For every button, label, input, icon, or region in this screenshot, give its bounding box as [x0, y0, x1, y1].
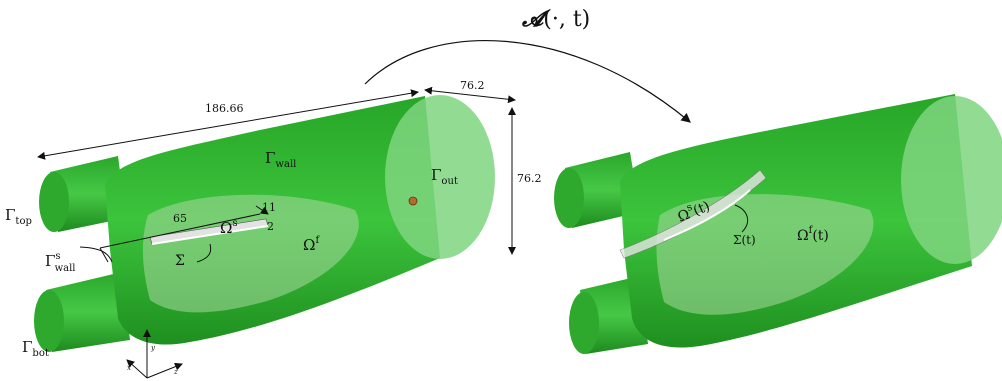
bottom-inlet-face-deformed: [569, 292, 599, 354]
axis-y-label: y: [150, 344, 156, 352]
outlet-face-deformed: [901, 96, 1002, 264]
top-inlet-face: [39, 172, 69, 232]
left-geometry: [34, 95, 495, 352]
axis-x-label: x: [127, 364, 131, 372]
elastic-plate-deformed: [619, 169, 767, 259]
omega-f-t-label: Ωf(t): [797, 225, 829, 244]
plate-edge: [151, 225, 269, 245]
sigma-leader: [196, 243, 212, 263]
gamma-out-label: Γout: [431, 166, 458, 187]
bottom-inlet-pipe: [46, 272, 130, 352]
plate-width-dim-line: [255, 205, 269, 215]
omega-s-t-label: Ωs(t): [674, 196, 712, 226]
top-inlet-pipe: [50, 156, 126, 232]
length-label: 186.66: [205, 102, 244, 115]
length-dim-line: [37, 89, 419, 160]
sigma-t-label: Σ(t): [733, 233, 756, 247]
sigma-t-leader: [734, 204, 749, 233]
gamma-top-label: Γtop: [5, 206, 32, 227]
top-inlet-face-deformed: [554, 168, 584, 228]
plate-length-dim-line: [99, 213, 261, 249]
plate-width-label: 11: [262, 201, 276, 214]
map-arrow: [364, 40, 691, 123]
fluid-region: [142, 194, 359, 313]
right-geometry: [554, 94, 1002, 354]
axis-z-label: z: [173, 368, 178, 376]
omega-s-label: Ωs: [220, 218, 238, 237]
outlet-point: [408, 196, 418, 206]
diameter-dim-line: [424, 86, 516, 104]
omega-f-label: Ωf: [303, 235, 320, 254]
dimension-lines: [37, 86, 516, 263]
plate-length-label: 65: [173, 212, 187, 225]
gamma-wall-label: Γwall: [265, 149, 296, 170]
diameter-label: 76.2: [460, 79, 485, 92]
map-label: 𝓐(·, t): [521, 6, 590, 32]
gamma-bot-label: Γbot: [22, 338, 49, 359]
wall-s-leader: [79, 246, 113, 263]
height-label: 76.2: [517, 172, 542, 185]
top-inlet-pipe-deformed: [565, 152, 640, 228]
plate-edge-deformed: [663, 189, 751, 241]
sigma-label: Σ: [175, 253, 185, 269]
plate-thickness-label: 2: [267, 220, 274, 233]
axis-triad: [126, 329, 183, 379]
bottom-inlet-face: [34, 290, 64, 352]
fluid-region-deformed: [656, 194, 874, 315]
